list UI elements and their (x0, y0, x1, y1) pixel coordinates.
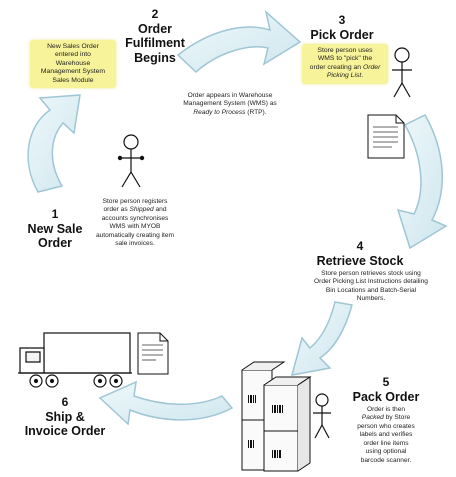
curved-arrow-icon (396, 114, 448, 250)
truck-icon (18, 332, 132, 388)
note-line: Store person uses (317, 47, 373, 54)
desc-line: WMS with MYOB (109, 223, 161, 231)
document-icon (367, 114, 405, 159)
note-line: entered into (55, 51, 91, 59)
stick-figure-icon (392, 47, 412, 98)
step-title: Pack Order (352, 389, 420, 404)
desc-line: person who creates (357, 422, 415, 430)
step-title: Invoice Order (24, 424, 106, 439)
step-number: 6 (61, 395, 69, 409)
step-5-description: Order is then Packed by Store person who… (340, 406, 432, 465)
step-number: 2 (151, 7, 159, 21)
step-title: Fulfilment (125, 36, 185, 51)
desc-line: Order is then (366, 406, 406, 413)
desc-line: sale invoices. (115, 240, 155, 248)
step-number: 3 (338, 13, 346, 27)
step-title: Pick Order (310, 27, 374, 42)
step-2-description: Order appears in Warehouse Management Sy… (168, 92, 292, 117)
step-4-label: 4 Retrieve Stock (300, 239, 420, 268)
note-line: order creating an Order (309, 63, 381, 71)
step-2-label: 2 Order Fulfilment Begins (118, 7, 192, 65)
curved-arrow-icon (27, 94, 81, 193)
step-title: Order (137, 21, 173, 36)
desc-line: Order Picking List Instructions detailin… (314, 278, 428, 286)
desc-line: Store person retrieves stock using (321, 270, 421, 277)
note-line: New Sales Order (47, 43, 99, 50)
desc-line: Order appears in Warehouse (187, 92, 273, 99)
step-title: Retrieve Stock (316, 253, 404, 268)
step-6-label: 6 Ship & Invoice Order (10, 395, 120, 439)
desc-line: barcode scanner. (360, 456, 412, 464)
note-line: Warehouse (55, 59, 91, 67)
box-stack-icon (241, 361, 312, 472)
note-line: Management System (40, 68, 106, 76)
curved-arrow-icon (290, 301, 353, 376)
step-number: 4 (356, 239, 364, 253)
desc-line: Numbers. (356, 295, 386, 303)
note-line: Picking List. (326, 72, 364, 80)
desc-line: Store person registers (102, 198, 168, 205)
step-3-label: 3 Pick Order (296, 13, 388, 42)
desc-line: order line items (363, 439, 409, 447)
desc-line: Packed by Store (361, 414, 411, 422)
step-title: New Sale (27, 221, 83, 236)
step-1-label: 1 New Sale Order (14, 207, 96, 251)
desc-line: order as Shipped and (103, 206, 167, 214)
desc-line: Management System (WMS) as (183, 100, 277, 108)
step-1-note: New Sales Order entered into Warehouse M… (30, 40, 116, 89)
note-line: Sales Module (52, 76, 94, 84)
stick-figure-icon (313, 393, 331, 439)
step-title: Ship & (45, 409, 85, 424)
step-number: 1 (51, 207, 59, 221)
curved-arrow-icon (176, 9, 302, 74)
desc-line: accounts synchronises (101, 214, 169, 222)
barcode-icon (248, 395, 283, 458)
step-title: Begins (134, 50, 176, 65)
desc-line: automatically creating item (95, 231, 175, 239)
step-title: Order (37, 236, 73, 251)
document-icon (137, 332, 169, 375)
note-line: WMS to "pick" the (317, 55, 373, 63)
stick-figure-icon (117, 134, 145, 188)
step-3-note: Store person uses WMS to "pick" the orde… (302, 44, 388, 84)
step-number: 5 (382, 375, 390, 389)
desc-line: using optional (365, 448, 407, 456)
curved-arrow-icon (98, 380, 234, 426)
desc-line: labels and verifies (359, 431, 413, 439)
step-1-description: Store person registers order as Shipped … (86, 198, 184, 249)
desc-line: Ready to Process (RTP). (193, 108, 267, 116)
step-4-description: Store person retrieves stock using Order… (298, 270, 444, 304)
desc-line: Bin Locations and Batch-Serial (325, 286, 417, 294)
step-5-label: 5 Pack Order (340, 375, 432, 404)
